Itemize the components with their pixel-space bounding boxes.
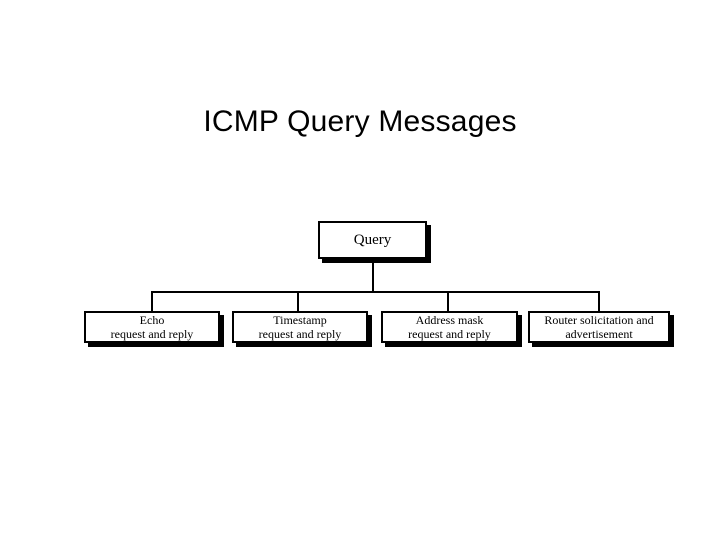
connector-horizontal-bus: [151, 291, 600, 293]
tree-node-timestamp-line2: request and reply: [258, 327, 342, 341]
tree-node-timestamp[interactable]: Timestamp request and reply: [232, 311, 368, 343]
tree-node-router-solicitation-line1: Router solicitation and: [544, 313, 654, 327]
tree-node-address-mask-line2: request and reply: [408, 327, 491, 341]
tree-node-query-label: Query: [353, 232, 392, 248]
connector-drop-address-mask: [447, 291, 449, 311]
tree-node-router-solicitation[interactable]: Router solicitation and advertisement: [528, 311, 670, 343]
page-title: ICMP Query Messages: [203, 105, 517, 138]
connector-drop-router-solicitation: [598, 291, 600, 311]
tree-node-address-mask-line1: Address mask: [415, 313, 484, 327]
tree-node-query[interactable]: Query: [318, 221, 427, 259]
tree-node-router-solicitation-line2: advertisement: [565, 327, 633, 341]
tree-node-echo-line1: Echo: [139, 313, 165, 327]
tree-node-echo-line2: request and reply: [110, 327, 194, 341]
tree-node-address-mask[interactable]: Address mask request and reply: [381, 311, 518, 343]
connector-drop-echo: [151, 291, 153, 311]
tree-node-timestamp-line1: Timestamp: [273, 313, 327, 327]
tree-node-echo[interactable]: Echo request and reply: [84, 311, 220, 343]
connector-root-stem: [372, 259, 374, 293]
connector-drop-timestamp: [297, 291, 299, 311]
